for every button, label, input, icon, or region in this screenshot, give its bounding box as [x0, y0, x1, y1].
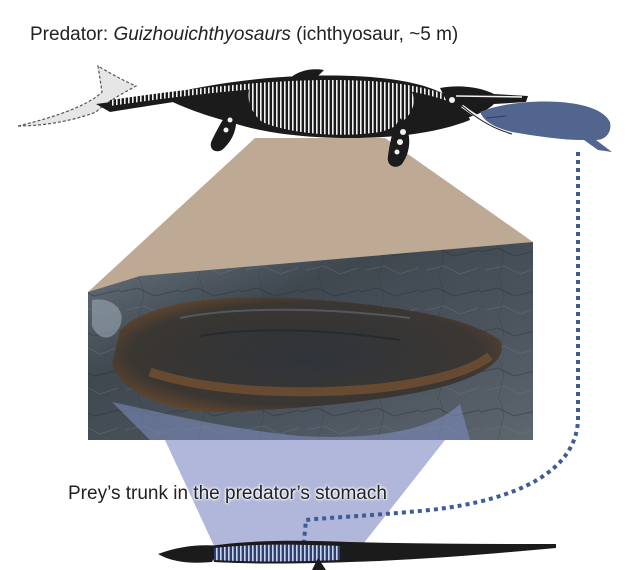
- tail-fluke-outline: [17, 64, 138, 127]
- predator-species-name: Guizhouichthyosaurs: [113, 24, 291, 45]
- predator-title: Predator: Guizhouichthyosaurs (ichthyosa…: [30, 24, 458, 46]
- prey-caption: Prey’s trunk in the predator’s stomach: [68, 483, 387, 504]
- fossil-slab-photo: [88, 242, 533, 440]
- thalattosaur-silhouette-top: [480, 101, 612, 152]
- predator-title-prefix: Predator:: [30, 24, 114, 45]
- thalattosaur-silhouette-bottom: [158, 540, 556, 570]
- predator-title-suffix: (ichthyosaur, ~5 m): [290, 24, 459, 45]
- prey-overlay-on-fossil: [112, 402, 470, 440]
- zoom-cone-blue: [165, 440, 445, 548]
- ichthyosaur-silhouette: [17, 64, 528, 167]
